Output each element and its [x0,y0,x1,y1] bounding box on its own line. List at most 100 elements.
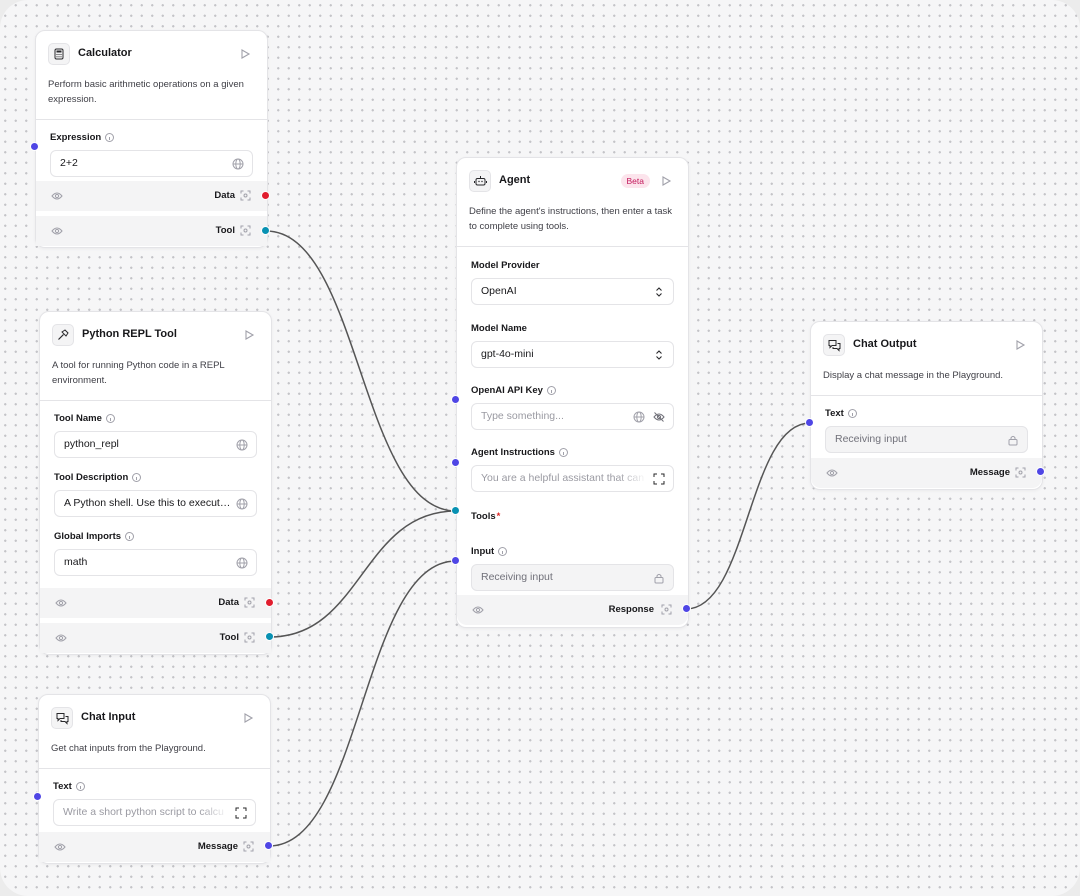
bot-icon [469,170,491,192]
field-label: Tool Description [54,471,129,483]
field-label: Global Imports [54,530,122,542]
eye-icon[interactable] [472,605,484,615]
globe-icon[interactable] [232,158,244,170]
chat-output-text-handle[interactable] [805,418,814,427]
agent-instructions-handle[interactable] [451,458,460,467]
eye-icon[interactable] [51,191,63,201]
globe-icon[interactable] [236,439,248,451]
output-label: Tool [219,632,239,643]
chat-input-node[interactable]: Chat Input Get chat inputs from the Play… [38,694,271,864]
globe-icon[interactable] [236,498,248,510]
scan-icon[interactable] [661,604,672,615]
python-repl-tool-node[interactable]: Python REPL Tool A tool for running Pyth… [39,311,272,655]
info-icon[interactable] [546,385,556,395]
chat-input-text-handle[interactable] [33,792,42,801]
expression-value: 2+2 [60,157,78,169]
node-description: Perform basic arithmetic operations on a… [36,77,267,120]
calculator-tool-output-handle[interactable] [261,226,270,235]
tool-name-value: python_repl [64,438,119,450]
play-icon[interactable] [239,48,251,60]
globe-icon[interactable] [236,557,248,569]
play-icon[interactable] [1014,339,1026,351]
agent-response-output-handle[interactable] [682,604,691,613]
info-icon[interactable] [125,531,135,541]
expression-input[interactable]: 2+2 [50,150,253,177]
eye-icon[interactable] [55,633,67,643]
eye-icon[interactable] [51,226,63,236]
field-label: Text [53,780,72,792]
agent-instructions-value: You are a helpful assistant that can [481,472,645,484]
agent-tools-handle[interactable] [451,506,460,515]
output-row-tool[interactable]: Tool [40,623,271,653]
info-icon[interactable] [105,413,115,423]
chat-input-message-output-handle[interactable] [264,841,273,850]
tool-description-value: A Python shell. Use this to execut… [64,497,231,509]
python-data-output-handle[interactable] [265,598,274,607]
scan-icon[interactable] [243,841,254,852]
output-label: Message [969,467,1010,478]
api-key-placeholder: Type something... [481,410,564,422]
scan-icon[interactable] [240,190,251,201]
info-icon[interactable] [498,546,508,556]
output-row-data[interactable]: Data [36,181,267,211]
field-label: Expression [50,131,102,143]
play-icon[interactable] [660,175,672,187]
edge-chat-input-to-agent-input[interactable] [268,560,457,847]
play-icon[interactable] [243,329,255,341]
expand-icon[interactable] [653,473,665,485]
info-icon[interactable] [132,472,142,482]
field-label: Tools [471,510,496,522]
global-imports-input[interactable]: math [54,549,257,576]
output-row-data[interactable]: Data [40,588,271,618]
output-row-message[interactable]: Message [39,832,270,862]
tool-name-input[interactable]: python_repl [54,431,257,458]
beta-badge: Beta [620,174,650,188]
edge-calculator-tool-to-agent-tools[interactable] [265,230,457,512]
chat-output-node[interactable]: Chat Output Display a chat message in th… [810,321,1043,490]
edge-agent-response-to-chat-output[interactable] [685,422,811,610]
info-icon[interactable] [105,132,115,142]
chat-text-input[interactable]: Write a short python script to calcu [53,799,256,826]
scan-icon[interactable] [244,632,255,643]
calculator-expression-input-handle[interactable] [30,142,39,151]
eye-off-icon[interactable] [653,411,665,423]
agent-node[interactable]: Agent Beta Define the agent's instructio… [456,157,689,628]
eye-icon[interactable] [826,468,838,478]
output-row-message[interactable]: Message [811,458,1042,488]
agent-input-handle[interactable] [451,556,460,565]
python-tool-output-handle[interactable] [265,632,274,641]
tool-description-input[interactable]: A Python shell. Use this to execut… [54,490,257,517]
eye-icon[interactable] [55,598,67,608]
agent-instructions-input[interactable]: You are a helpful assistant that can [471,465,674,492]
chevron-up-down-icon [656,350,662,360]
field-label: Tool Name [54,412,102,424]
output-row-tool[interactable]: Tool [36,216,267,246]
calculator-icon [48,43,70,65]
eye-icon[interactable] [54,842,66,852]
node-description: Get chat inputs from the Playground. [39,741,270,769]
agent-input-field: Receiving input [471,564,674,591]
info-icon[interactable] [558,447,568,457]
api-key-input[interactable]: Type something... [471,403,674,430]
agent-api-key-handle[interactable] [451,395,460,404]
calculator-node[interactable]: Calculator Perform basic arithmetic oper… [35,30,268,248]
required-marker: * [496,510,501,522]
field-label: Model Provider [471,259,540,271]
chat-output-message-handle[interactable] [1036,467,1045,476]
scan-icon[interactable] [1015,467,1026,478]
edge-python-tool-to-agent-tools[interactable] [269,510,457,638]
node-title: Chat Input [81,711,136,723]
expand-icon[interactable] [235,807,247,819]
globe-icon[interactable] [633,411,645,423]
scan-icon[interactable] [244,597,255,608]
info-icon[interactable] [847,408,857,418]
play-icon[interactable] [242,712,254,724]
calculator-data-output-handle[interactable] [261,191,270,200]
chat-bubbles-icon [51,707,73,729]
scan-icon[interactable] [240,225,251,236]
info-icon[interactable] [75,781,85,791]
model-name-select[interactable]: gpt-4o-mini [471,341,674,368]
model-provider-select[interactable]: OpenAI [471,278,674,305]
output-row-response[interactable]: Response [457,595,688,625]
